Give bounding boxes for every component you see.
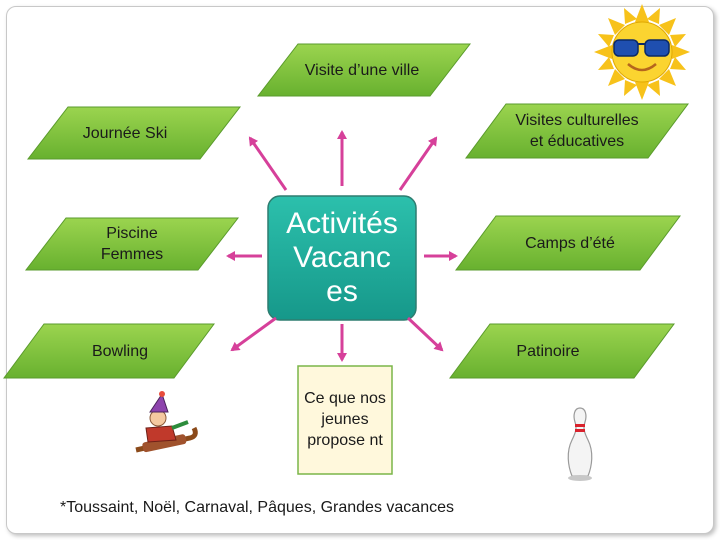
- arrow-to-patinoire: [408, 318, 442, 350]
- center-node-label: Activités Vacanc es: [276, 202, 408, 314]
- node-camps-label: Camps d’été: [500, 220, 640, 266]
- node-piscine-label: Piscine Femmes: [82, 220, 182, 268]
- arrow-to-journee-ski: [250, 138, 286, 190]
- node-visite-ville-label: Visite d’une ville: [304, 46, 420, 94]
- node-patinoire-label: Patinoire: [498, 328, 598, 374]
- footnote: *Toussaint, Noël, Carnaval, Pâques, Gran…: [60, 499, 454, 517]
- node-journee-ski-label: Journée Ski: [60, 110, 190, 156]
- arrow-to-bowling: [232, 318, 276, 350]
- node-bowling-label: Bowling: [70, 328, 170, 374]
- sun-with-sunglasses-icon: [594, 4, 690, 100]
- bowling-pin-icon: [568, 408, 592, 481]
- sub-node-label: Ce que nos jeunes propose nt: [300, 364, 390, 474]
- sledding-child-icon: [136, 391, 195, 453]
- node-visites-culturelles-label: Visites culturelles et éducatives: [512, 100, 642, 162]
- arrow-to-visites-culturelles: [400, 138, 436, 190]
